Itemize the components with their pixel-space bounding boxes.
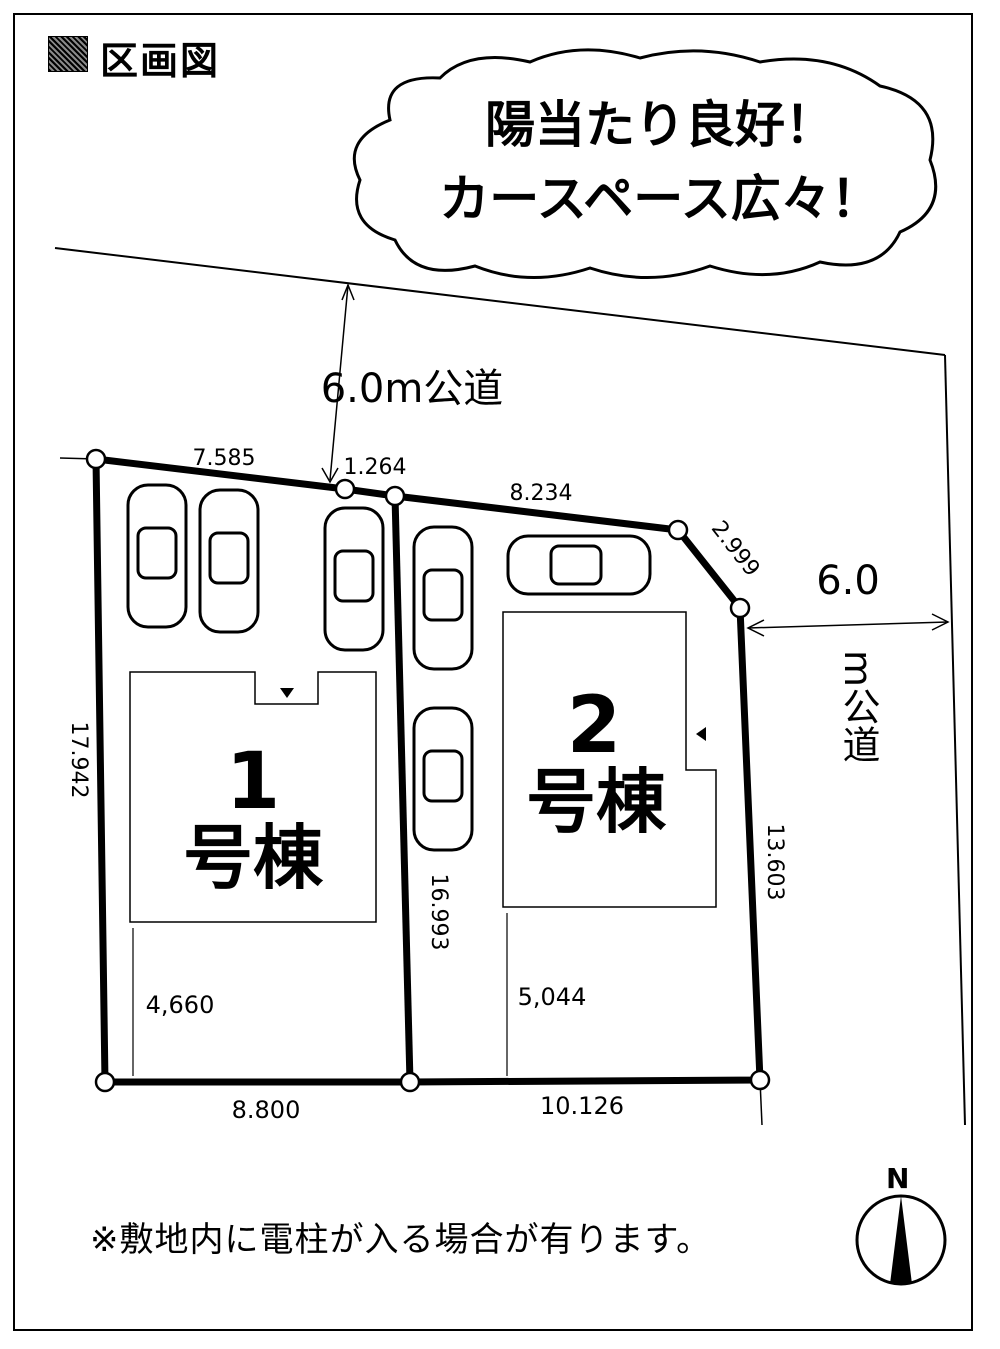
callout-line: 陽当たり良好！: [485, 96, 835, 154]
dim-label: 10.126: [540, 1092, 624, 1120]
corner-marker: [384, 485, 406, 507]
building-1-label: 号棟: [183, 817, 324, 899]
corner-markers: [85, 448, 771, 1093]
building-1-number: 1: [226, 737, 280, 827]
car-icon: [412, 525, 474, 671]
corner-marker: [667, 519, 689, 541]
dim-label: 5,044: [518, 983, 587, 1011]
corner-marker: [399, 1071, 421, 1093]
dim-label: 13.603: [762, 824, 787, 901]
east-road-label: m公道: [836, 650, 880, 763]
car-icon: [198, 488, 260, 634]
north-road-label: 6.0m公道: [321, 366, 504, 412]
building-2-footprint: [502, 611, 717, 908]
arrowhead: [931, 613, 950, 631]
car-icon: [323, 506, 385, 652]
dim-label: 8.234: [510, 481, 573, 506]
east-road-edge: [944, 354, 966, 1126]
entrance-marker-icon: [280, 688, 294, 698]
lot-divider: [391, 495, 414, 1083]
arrowhead: [746, 619, 765, 637]
page-title: 区画図: [100, 39, 221, 83]
corner-marker: [94, 1071, 116, 1093]
arrowhead: [321, 467, 339, 484]
footnote: ※敷地内に電柱が入る場合が有ります。: [90, 1220, 712, 1260]
east-road-label: 6.0: [816, 558, 880, 604]
dim-label: 4,660: [146, 991, 215, 1019]
building-2-label: 号棟: [526, 761, 667, 843]
corner-marker: [85, 448, 107, 470]
car-icon: [412, 706, 474, 852]
hatched-square-icon: [48, 36, 88, 72]
callout-line: カースペース広々！: [439, 170, 881, 228]
corner-marker: [749, 1069, 771, 1091]
corner-marker: [334, 478, 356, 500]
dim-label: 17.942: [66, 722, 91, 799]
north-arrow-icon: [855, 1194, 947, 1286]
frame: [13, 13, 973, 1331]
car-icon: [126, 483, 188, 629]
callout-text: 陽当たり良好！ カースペース広々！: [400, 88, 920, 236]
dim-label: 7.585: [193, 446, 256, 471]
car-icon: [506, 534, 652, 596]
arrowhead: [341, 282, 355, 301]
dim-label: 8.800: [232, 1096, 301, 1124]
parking-cars: [126, 483, 652, 852]
north-road-edge: [54, 247, 946, 356]
north-label: N: [886, 1162, 910, 1195]
north-road-width-line: [329, 284, 349, 481]
building-1-footprint: [129, 671, 377, 923]
callout-cloud: [352, 48, 938, 280]
entrance-marker-icon: [696, 727, 706, 741]
east-road-width-line: [747, 621, 949, 629]
corner-marker: [729, 597, 751, 619]
dim-label: 16.993: [426, 874, 451, 951]
building-2-number: 2: [567, 681, 621, 771]
dim-label: 1.264: [344, 455, 407, 480]
